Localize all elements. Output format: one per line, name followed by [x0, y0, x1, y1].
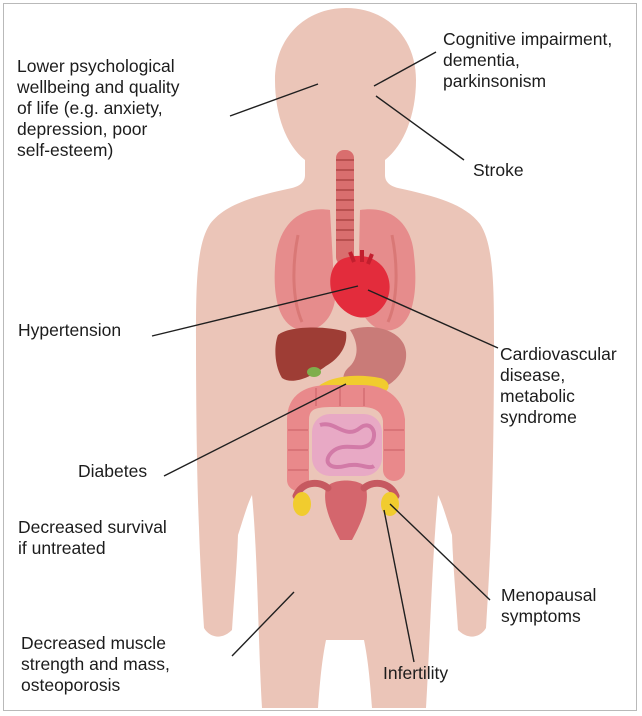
small-intestine: [312, 414, 382, 476]
label-infertility: Infertility: [383, 663, 448, 684]
label-decreased-survival: Decreased survival if untreated: [18, 517, 167, 559]
label-cardiovascular: Cardiovascular disease, metabolic syndro…: [500, 344, 617, 428]
label-cognitive-impairment: Cognitive impairment, dementia, parkinso…: [443, 29, 612, 92]
body-silhouette: [196, 8, 494, 708]
trachea: [336, 150, 354, 265]
label-stroke: Stroke: [473, 160, 524, 181]
label-diabetes: Diabetes: [78, 461, 147, 482]
label-decreased-muscle: Decreased muscle strength and mass, oste…: [21, 633, 170, 696]
label-hypertension: Hypertension: [18, 320, 121, 341]
label-psychological-wellbeing: Lower psychological wellbeing and qualit…: [17, 56, 179, 161]
body-outline: [196, 8, 494, 708]
gallbladder: [307, 367, 321, 377]
label-menopausal-symptoms: Menopausal symptoms: [501, 585, 596, 627]
left-ovary: [293, 492, 311, 516]
